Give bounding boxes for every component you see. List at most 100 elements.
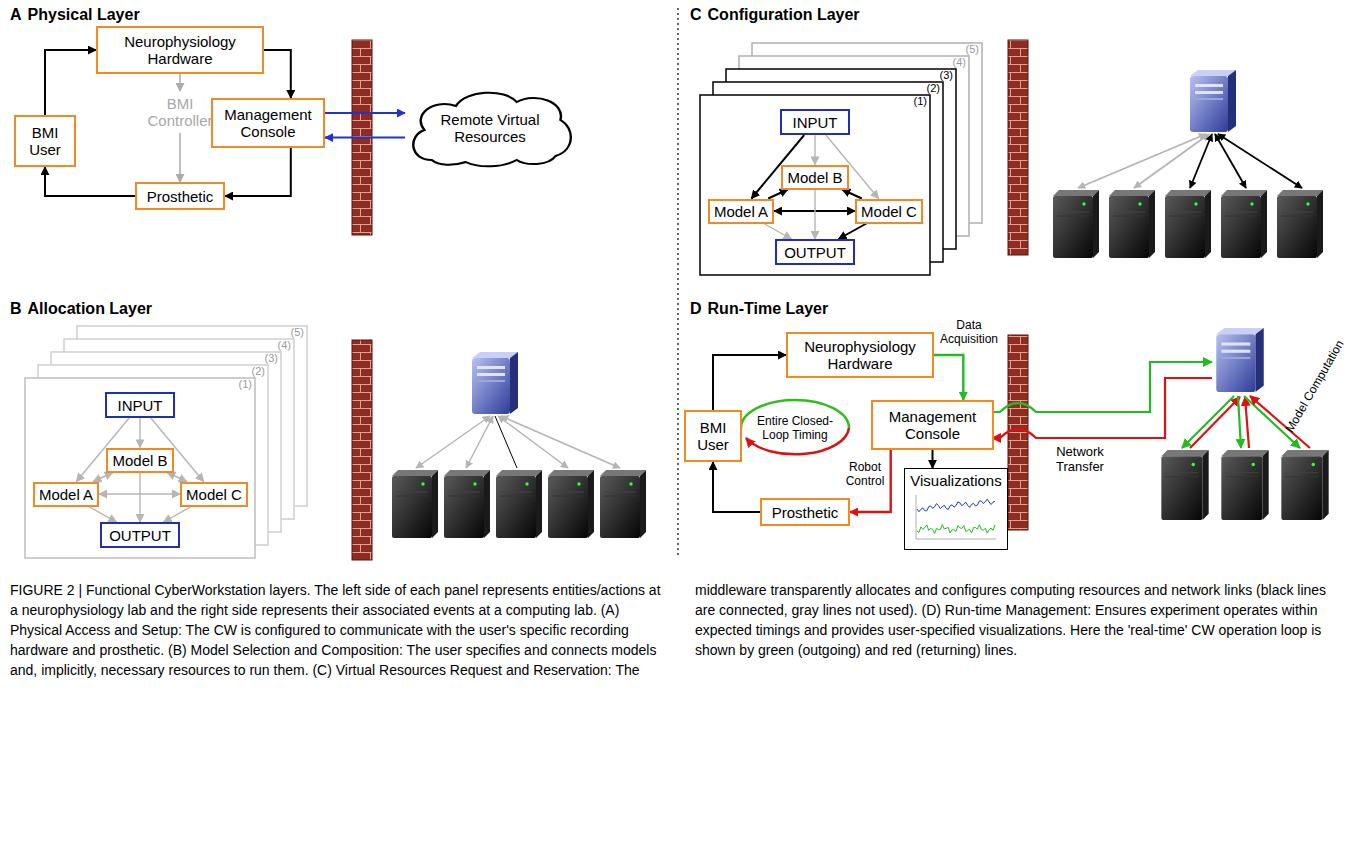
node-text: Prosthetic [772, 504, 839, 521]
edge-label: Robot Control [842, 460, 888, 488]
page-number: (5) [291, 326, 304, 338]
visualization-box: Visualizations [904, 468, 1007, 550]
panel-heading: A [10, 6, 22, 24]
node-text: Neurophysiology Hardware [98, 33, 262, 67]
cloud-shape: Remote Virtual Resources [405, 88, 575, 168]
firewall [1008, 40, 1028, 255]
connector [932, 450, 934, 468]
timing-loop [741, 400, 849, 454]
connector [768, 190, 788, 199]
node-text: INPUT [118, 397, 163, 414]
connector [139, 418, 140, 448]
connector [99, 493, 180, 494]
connector [179, 133, 181, 182]
page-frame: (5) [752, 43, 982, 223]
controller-label: BMI Controller [139, 91, 221, 133]
connector [89, 507, 117, 523]
console-box: Management Console [211, 98, 325, 148]
output-box: OUTPUT [100, 522, 180, 548]
node-text: Neurophysiology Hardware [788, 338, 932, 372]
connector [842, 190, 862, 199]
connector [325, 112, 405, 114]
node-text: Remote Virtual Resources [405, 111, 575, 145]
page-frame: (3) [726, 69, 956, 249]
connector [45, 50, 96, 115]
connector [713, 462, 760, 512]
prosthetic-box: Prosthetic [760, 498, 850, 526]
firewall [1008, 335, 1028, 530]
page-sheet [25, 378, 255, 558]
page-number: (4) [953, 56, 966, 68]
connector [225, 148, 291, 196]
annotation: Model Computation [1282, 337, 1348, 436]
connector [713, 355, 786, 410]
panel-heading: C [690, 6, 702, 24]
connector [264, 50, 291, 98]
prosthetic-box: Prosthetic [135, 182, 225, 210]
configuration-links [1078, 134, 1302, 188]
connector [814, 135, 815, 165]
page-number: (3) [940, 69, 953, 81]
edge-label: Data Acquisition [932, 318, 1006, 346]
user-box: BMI User [684, 410, 742, 462]
node-text: BMI User [16, 124, 74, 158]
page-number: (3) [265, 352, 278, 364]
panel-heading: Physical Layer [28, 6, 140, 24]
server-icons [1161, 328, 1328, 520]
connector [179, 74, 181, 91]
node-text: OUTPUT [109, 527, 171, 544]
model-box: Model B [781, 165, 848, 190]
connector [764, 224, 792, 240]
page-frame: (2) [713, 82, 943, 262]
panel-heading: Configuration Layer [708, 6, 860, 24]
connector [164, 507, 192, 523]
panel-heading: Allocation Layer [28, 300, 152, 318]
model-box: Model C [855, 199, 923, 224]
page-frame: (5) [77, 326, 307, 506]
hardware-box: Neurophysiology Hardware [96, 26, 264, 74]
page-frame: (3) [51, 352, 281, 532]
node-text: Prosthetic [147, 188, 214, 205]
node-text: Model B [112, 452, 167, 469]
server-icons [1053, 70, 1323, 258]
annotation: Entire Closed-Loop Timing [751, 414, 839, 442]
input-box: INPUT [105, 392, 175, 418]
page-number: (1) [239, 378, 252, 390]
page-frame: (2) [38, 365, 268, 545]
input-box: INPUT [780, 109, 850, 135]
node-text: Model B [787, 169, 842, 186]
panel-heading: D [690, 300, 702, 318]
model-box: Model A [708, 199, 774, 224]
firewall [352, 340, 372, 560]
connector [325, 137, 405, 139]
page-frame: (4) [739, 56, 969, 236]
connector [839, 224, 867, 240]
hardware-box: Neurophysiology Hardware [786, 332, 934, 378]
page-number: (1) [914, 95, 927, 107]
connector [167, 473, 187, 482]
allocation-links [416, 416, 620, 468]
server-icons [392, 352, 646, 538]
console-box: Management Console [871, 400, 994, 450]
connector [93, 473, 113, 482]
annotation: Network Transfer [1040, 444, 1120, 474]
connector [139, 473, 140, 523]
node-text: Model C [186, 486, 242, 503]
page-number: (2) [252, 365, 265, 377]
node-text: Management Console [873, 408, 992, 442]
output-box: OUTPUT [775, 239, 855, 265]
page-number: (4) [278, 339, 291, 351]
node-text: Visualizations [910, 472, 1001, 489]
page-frame: (1)INPUTModel BModel AModel COUTPUT [25, 378, 255, 558]
figure-caption: FIGURE 2 | Functional CyberWorkstation l… [10, 580, 1346, 680]
node-text: INPUT [793, 114, 838, 131]
page-frame: (1) INPUT Model B Model A Model COUTPUT [700, 95, 930, 275]
page-sheet [700, 95, 930, 275]
panel-heading: Run-Time Layer [708, 300, 829, 318]
connector [45, 167, 135, 196]
node-text: Model A [714, 203, 768, 220]
panel-heading: B [10, 300, 22, 318]
